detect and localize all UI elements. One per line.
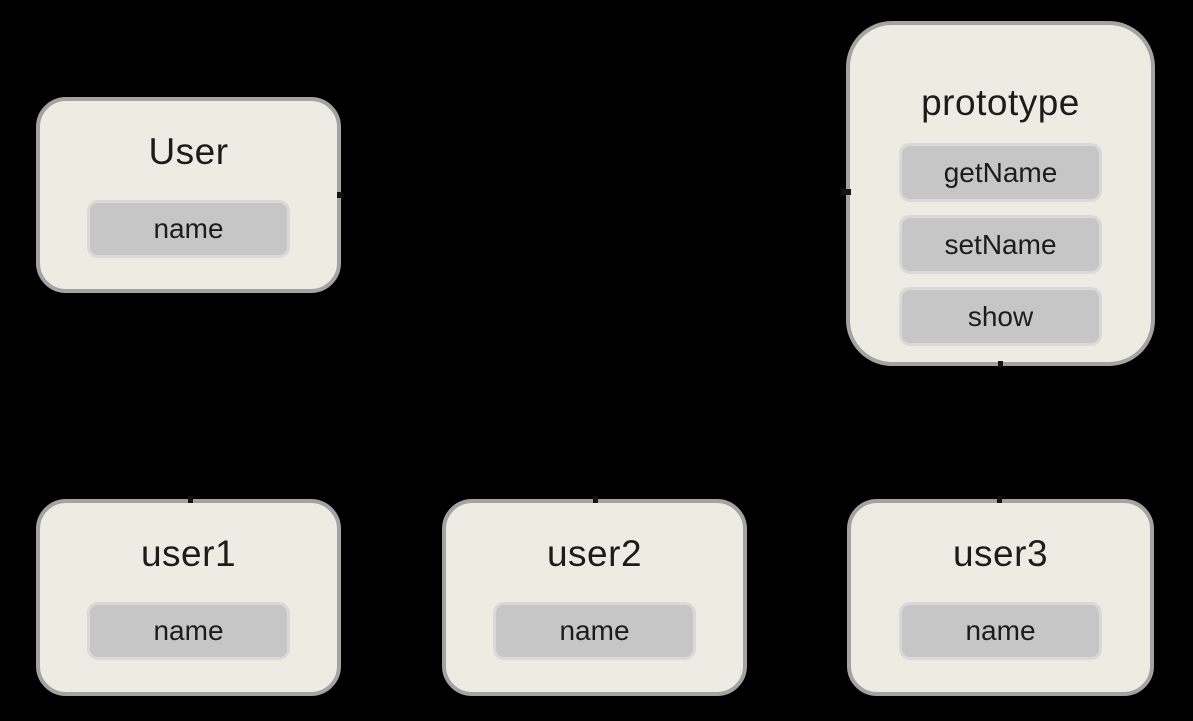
field-list: name bbox=[899, 602, 1102, 660]
node-title: user3 bbox=[952, 533, 1049, 574]
field-list: getName setName show bbox=[899, 143, 1102, 346]
method-chip: show bbox=[899, 287, 1102, 346]
node-title: user2 bbox=[546, 533, 643, 574]
method-chip: getName bbox=[899, 143, 1102, 202]
arrow-stub-user-right bbox=[337, 192, 343, 198]
arrow-stub-prototype-bottom bbox=[998, 361, 1003, 367]
arrow-stub-user3-top bbox=[997, 496, 1002, 503]
arrowhead-prototype-left bbox=[841, 189, 851, 195]
method-chip: setName bbox=[899, 215, 1102, 274]
field-list: name bbox=[87, 602, 290, 660]
property-chip: name bbox=[87, 200, 290, 258]
node-user-constructor: User name bbox=[36, 97, 341, 293]
field-list: name bbox=[493, 602, 696, 660]
field-list: name bbox=[87, 200, 290, 258]
node-user2-instance: user2 name bbox=[442, 499, 747, 696]
node-user1-instance: user1 name bbox=[36, 499, 341, 696]
node-prototype: prototype getName setName show bbox=[846, 21, 1155, 366]
arrow-stub-user2-top bbox=[593, 496, 598, 503]
node-title: prototype bbox=[921, 82, 1080, 123]
node-user3-instance: user3 name bbox=[847, 499, 1154, 696]
property-chip: name bbox=[493, 602, 696, 660]
property-chip: name bbox=[87, 602, 290, 660]
node-title: user1 bbox=[140, 533, 237, 574]
arrow-stub-user1-top bbox=[188, 496, 193, 503]
property-chip: name bbox=[899, 602, 1102, 660]
node-title: User bbox=[148, 131, 229, 172]
